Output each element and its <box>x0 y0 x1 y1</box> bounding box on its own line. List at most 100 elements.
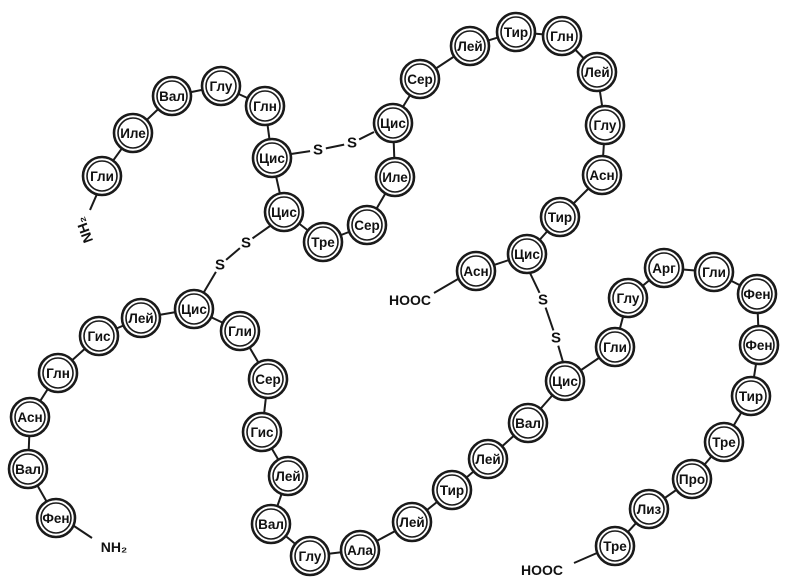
residue-label: Сер <box>407 72 433 87</box>
chain-b-residue-19: Цис <box>544 360 586 402</box>
residue-inner-ring <box>708 426 740 458</box>
chain-b-residue-23: Гли <box>693 251 735 293</box>
chain-a-residue-15: Глн <box>541 15 583 57</box>
residue-inner-ring <box>612 282 644 314</box>
residue-inner-ring <box>396 506 428 538</box>
disulfide-bond-line <box>544 307 555 331</box>
chain-a-residue-11: Цис <box>372 102 414 144</box>
residue-label: Лей <box>128 311 153 326</box>
residue-label: Тре <box>712 435 736 450</box>
residue-inner-ring <box>224 315 256 347</box>
residue-inner-ring <box>404 63 436 95</box>
residue-inner-ring <box>743 329 775 361</box>
residue-label: Глн <box>253 99 277 114</box>
residue-inner-ring <box>294 540 326 572</box>
chain-b-residue-17: Лей <box>467 438 509 480</box>
chain-b-residue-15: Лей <box>391 501 433 543</box>
chain-a-residue-9: Сер <box>346 204 388 246</box>
chain-b-residue-6: Лей <box>120 297 162 339</box>
sulfur-atom-label: S <box>551 330 561 347</box>
sulfur-atom-label: S <box>538 292 548 309</box>
residue-inner-ring <box>255 508 287 540</box>
residue-label: Глу <box>210 79 233 94</box>
chain-b-residue-26: Тир <box>730 375 772 417</box>
disulfide-bond-line <box>358 131 375 141</box>
disulfide-bridge-a7-b7: SS <box>203 225 271 293</box>
disulfide-bond-line <box>203 271 217 293</box>
residue-inner-ring <box>256 142 288 174</box>
residue-label: Тре <box>311 235 335 250</box>
terminus-bond <box>573 552 598 564</box>
residue-inner-ring <box>676 463 708 495</box>
sulfur-atom-label: S <box>313 142 323 159</box>
residue-label: Гис <box>250 425 274 440</box>
chain-b-residue-18: Вал <box>507 402 549 444</box>
chain-b-residue-2: Вал <box>7 448 49 490</box>
residue-label: Тир <box>440 483 464 498</box>
residue-label: Гли <box>603 340 627 355</box>
chain-a-residue-2: Иле <box>112 112 154 154</box>
chain-a-residue-20: Цис <box>506 233 548 275</box>
chain-a-residue-5: Глн <box>244 85 286 127</box>
residue-inner-ring <box>633 493 665 525</box>
chain-b-residue-7: Цис <box>173 288 215 330</box>
residue-inner-ring <box>86 160 118 192</box>
chain-b-residue-3: Асн <box>9 396 51 438</box>
residue-label: Тир <box>548 210 572 225</box>
residue-label: Лей <box>399 515 424 530</box>
chain-a-residue-19: Тир <box>539 196 581 238</box>
residue-inner-ring <box>698 256 730 288</box>
residue-label: Цис <box>181 302 207 317</box>
residue-label: Гли <box>702 265 726 280</box>
residue-inner-ring <box>117 117 149 149</box>
chain-a-residue-16: Лей <box>576 51 618 93</box>
chain-b-residue-24: Фен <box>736 273 778 315</box>
residue-inner-ring <box>379 161 411 193</box>
residue-inner-ring <box>14 401 46 433</box>
residue-inner-ring <box>252 363 284 395</box>
chain-b-residue-21: Глу <box>607 277 649 319</box>
terminus-label: NH₂ <box>72 215 96 245</box>
disulfide-bond-line <box>225 247 241 261</box>
sulfur-atom-label: S <box>241 235 251 252</box>
residue-inner-ring <box>500 16 532 48</box>
residue-inner-ring <box>205 70 237 102</box>
residue-label: Лей <box>475 452 500 467</box>
residue-label: Гли <box>90 169 114 184</box>
residue-inner-ring <box>512 407 544 439</box>
residue-label: Вал <box>515 416 541 431</box>
chain-b-residue-8: Гли <box>219 310 261 352</box>
residues: ГлиИлеВалГлуГлнЦисЦисТреСерИлеЦисСерЛейТ… <box>7 11 780 577</box>
residue-inner-ring <box>249 90 281 122</box>
residue-label: Фен <box>743 287 770 302</box>
residue-label: Фен <box>745 338 772 353</box>
residue-label: Арг <box>652 261 676 276</box>
residue-inner-ring <box>546 20 578 52</box>
residue-label: Тир <box>504 25 528 40</box>
residue-label: Иле <box>120 126 146 141</box>
residue-label: Тир <box>739 389 763 404</box>
residue-inner-ring <box>156 80 188 112</box>
residue-label: Лиз <box>637 502 662 517</box>
residue-label: Иле <box>382 170 408 185</box>
chain-b-residue-10: Гис <box>241 411 283 453</box>
residue-label: Глу <box>594 118 617 133</box>
residue-inner-ring <box>178 293 210 325</box>
residue-label: Вал <box>159 89 185 104</box>
disulfide-bridge-a20-b19: SS <box>529 272 564 363</box>
residue-label: Про <box>679 472 705 487</box>
residue-inner-ring <box>599 530 631 562</box>
chain-b-residue-5: Гис <box>78 315 120 357</box>
residue-inner-ring <box>246 416 278 448</box>
chain-a-c-terminus: HOOC <box>389 278 459 308</box>
residue-label: Глн <box>46 366 70 381</box>
disulfide-bond-line <box>529 272 541 294</box>
chain-b-residue-30: Тре <box>594 525 636 567</box>
sulfur-atom-label: S <box>347 135 357 152</box>
chain-b-residue-22: Арг <box>643 247 685 289</box>
chain-b-residue-16: Тир <box>431 469 473 511</box>
chain-b-residue-4: Глн <box>37 352 79 394</box>
chain-b-residue-25: Фен <box>738 324 780 366</box>
residue-inner-ring <box>472 443 504 475</box>
